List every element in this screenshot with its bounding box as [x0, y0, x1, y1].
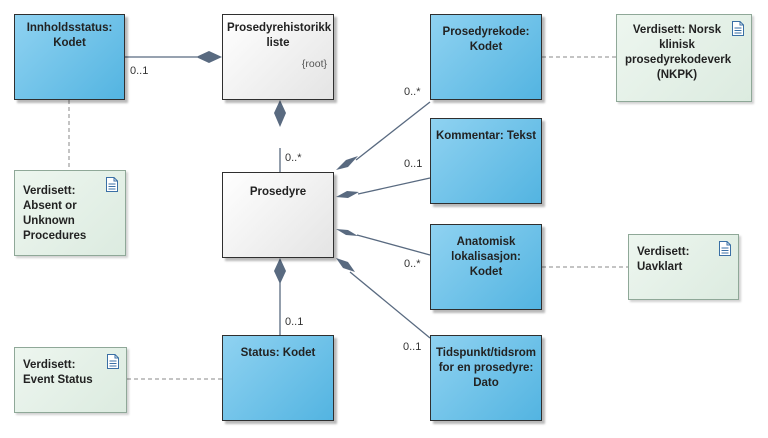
note-norsk-klinisk-prosedyrekodeverk[interactable]: Verdisett: Norsk klinisk prosedyrekodeve… — [616, 14, 752, 102]
class-anatomisk-lokalisasjon[interactable]: Anatomisk lokalisasjon: Kodet — [430, 224, 542, 310]
document-icon — [732, 21, 744, 36]
aggregation-diamond-prosedyre-right-4 — [336, 258, 355, 272]
note-title: Verdisett: Event Status — [23, 359, 93, 386]
multiplicity-innholdsstatus: 0..1 — [130, 65, 149, 77]
multiplicity-kommentar: 0..1 — [404, 158, 423, 170]
class-title: Prosedyrekode: Kodet — [442, 26, 530, 53]
aggregation-diamond-prosedyre-right-1 — [336, 156, 358, 170]
class-title: Anatomisk lokalisasjon: Kodet — [451, 236, 521, 278]
class-kommentar[interactable]: Kommentar: Tekst — [430, 118, 542, 204]
class-title: Tidspunkt/tidsrom for en prosedyre: Dato — [435, 347, 537, 389]
note-title: Verdisett: Absent or Unknown Procedures — [23, 185, 87, 242]
multiplicity-prosedyrekode: 0..* — [404, 86, 421, 98]
note-uavklart[interactable]: Verdisett: Uavklart — [628, 234, 739, 300]
document-icon — [106, 177, 118, 192]
multiplicity-prosedyre-historikk: 0..* — [285, 152, 302, 164]
note-event-status[interactable]: Verdisett: Event Status — [14, 347, 127, 413]
aggregation-diamond-historikk-left — [196, 51, 222, 63]
multiplicity-tidspunkt: 0..1 — [403, 341, 422, 353]
multiplicity-anatomisk: 0..* — [404, 258, 421, 270]
class-tidspunkt[interactable]: Tidspunkt/tidsrom for en prosedyre: Dato — [430, 335, 542, 421]
class-title: Status: Kodet — [240, 347, 316, 359]
class-status[interactable]: Status: Kodet — [222, 335, 334, 421]
connector-prosedyre-tidspunkt — [349, 271, 431, 339]
class-prosedyrekode[interactable]: Prosedyrekode: Kodet — [430, 14, 542, 100]
class-innholdsstatus[interactable]: Innholdsstatus: Kodet — [14, 14, 125, 100]
aggregation-diamond-historikk-bottom — [274, 100, 286, 127]
note-title: Verdisett: Uavklart — [637, 246, 690, 273]
connector-prosedyre-prosedyrekode — [355, 101, 431, 161]
aggregation-diamond-prosedyre-right-2 — [336, 191, 359, 198]
document-icon — [719, 241, 731, 256]
class-title: Prosedyrehistorikk liste — [227, 22, 332, 49]
class-prosedyrehistorikk-liste[interactable]: Prosedyrehistorikk liste {root} — [222, 14, 334, 100]
aggregation-diamond-prosedyre-right-3 — [336, 229, 358, 236]
class-title: Kommentar: Tekst — [435, 130, 537, 142]
class-title: Innholdsstatus: Kodet — [26, 22, 113, 49]
stereotype-root: {root} — [301, 58, 327, 70]
class-prosedyre[interactable]: Prosedyre — [222, 172, 334, 258]
class-title: Prosedyre — [249, 186, 307, 198]
aggregation-diamond-prosedyre-bottom — [274, 258, 286, 284]
note-title: Verdisett: Norsk klinisk prosedyrekodeve… — [625, 24, 732, 81]
connector-prosedyre-anatomisk — [356, 234, 431, 256]
multiplicity-status: 0..1 — [285, 316, 304, 328]
note-absent-unknown[interactable]: Verdisett: Absent or Unknown Procedures — [14, 170, 126, 256]
document-icon — [107, 354, 119, 369]
connector-prosedyre-kommentar — [357, 177, 431, 195]
